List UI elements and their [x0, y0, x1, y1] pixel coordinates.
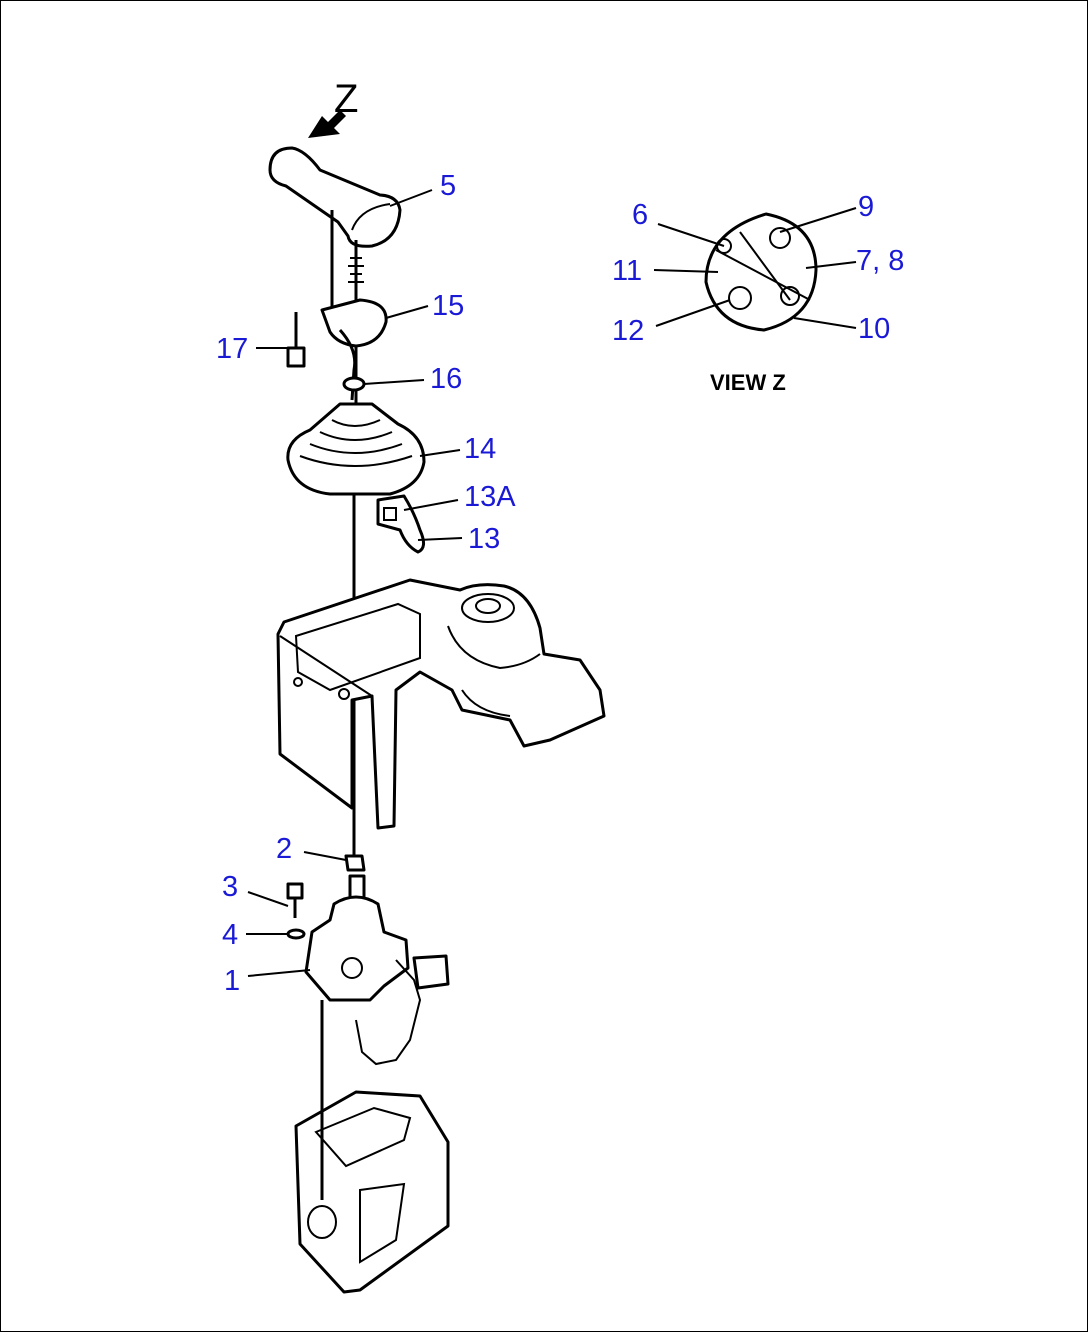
rod-thread: [348, 257, 364, 283]
callout-2: 2: [276, 833, 292, 865]
callout-14: 14: [464, 433, 496, 465]
callout-1: 1: [224, 965, 240, 997]
view-z-arrow: Z: [308, 77, 358, 138]
callout-6: 6: [632, 199, 648, 231]
lever-grip: [268, 146, 402, 248]
leader-lines: [246, 189, 857, 977]
callout-9: 9: [858, 191, 874, 223]
boot-bracket: [376, 494, 425, 554]
bolt-17: [286, 312, 306, 368]
lower-bracket: [294, 1000, 450, 1294]
callout-3: 3: [222, 871, 238, 903]
view-z-label: VIEW Z: [710, 370, 786, 395]
callout-12: 12: [612, 315, 644, 347]
callout-13a: 13A: [464, 481, 516, 513]
callout-17: 17: [216, 333, 248, 365]
callout-16: 16: [430, 363, 462, 395]
console-frame: [276, 578, 606, 830]
pilot-valve: [304, 874, 450, 1066]
callout-11: 11: [612, 255, 642, 287]
nut-16: [342, 376, 366, 392]
nut-2: [344, 854, 366, 872]
callout-10: 10: [858, 313, 890, 345]
callout-13: 13: [468, 523, 500, 555]
callout-4: 4: [222, 919, 238, 951]
view-z-detail: VIEW Z: [704, 212, 818, 395]
callout-15: 15: [432, 290, 464, 322]
view-z-marker: Z: [334, 77, 358, 121]
washer-4: [286, 928, 306, 940]
wire-clamp-plate: [320, 298, 388, 401]
callout-5: 5: [440, 170, 456, 202]
bolt-3: [286, 882, 304, 918]
callout-7-8: 7, 8: [856, 245, 904, 277]
rubber-boot: [286, 402, 426, 496]
